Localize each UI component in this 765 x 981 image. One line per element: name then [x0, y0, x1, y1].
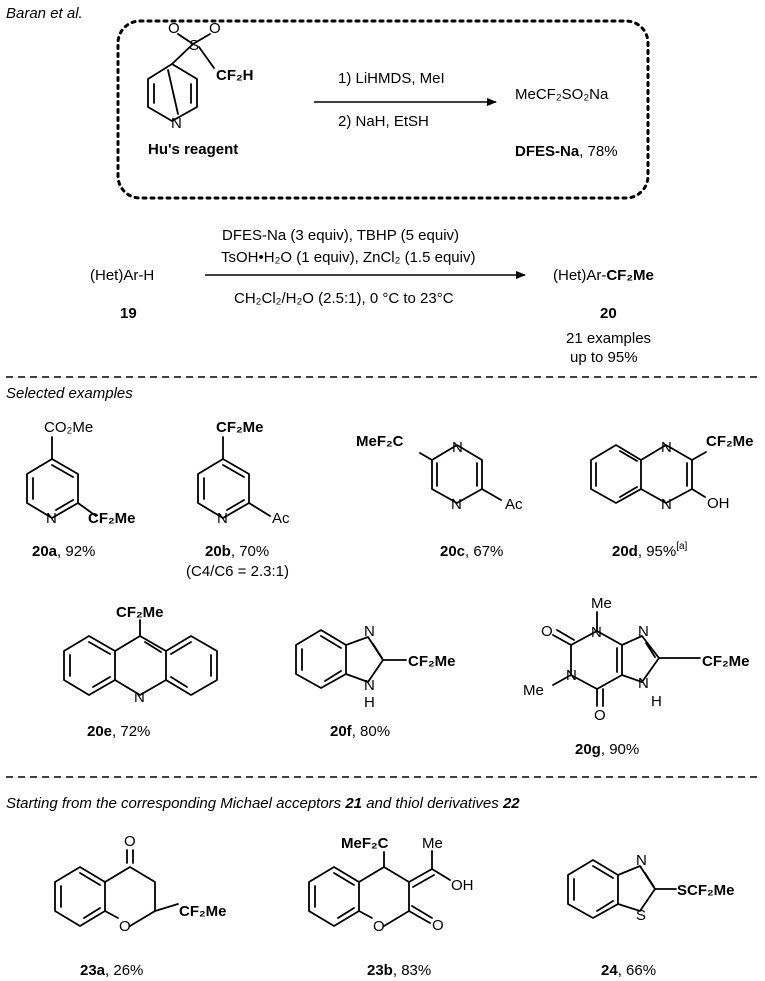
co2me-label: CO₂Me: [44, 419, 93, 436]
cf2h-group: CF₂H: [216, 67, 254, 84]
label-20d: 20d, 95%[a]: [612, 541, 688, 560]
me-label: Me: [422, 835, 443, 852]
atom-n2: N: [451, 496, 462, 513]
atom-n4: N: [638, 675, 649, 692]
reagent-name: Hu's reagent: [148, 141, 238, 158]
cf2me-label: CF₂Me: [116, 604, 164, 621]
atom-o-ring: O: [119, 918, 131, 935]
condition-line1: DFES-Na (3 equiv), TBHP (5 equiv): [222, 227, 459, 244]
compound-23a-structure: O O CF₂Me: [54, 833, 227, 935]
cf2me-label: CF₂Me: [702, 653, 750, 670]
note-20b: (C4/C6 = 2.3:1): [186, 563, 289, 580]
hu-reagent-structure: S O O CF₂H N: [147, 20, 254, 132]
scf2me-label: SCF₂Me: [677, 882, 735, 899]
oh-label: OH: [451, 877, 474, 894]
atom-n1: N: [591, 624, 602, 641]
cf2me-label: CF₂Me: [179, 903, 227, 920]
cf2me-label: CF₂Me: [408, 653, 456, 670]
atom-o1: O: [541, 623, 553, 640]
compound-20d-structure: N N CF₂Me OH: [590, 433, 754, 513]
compound-24-structure: N S SCF₂Me: [567, 852, 735, 924]
section-selected-heading: Selected examples: [6, 385, 133, 402]
atom-n: N: [636, 852, 647, 869]
atom-o-keto: O: [432, 917, 444, 934]
compound-23b-structure: MeF₂C Me OH O O: [308, 835, 474, 935]
label-20a: 20a, 92%: [32, 543, 95, 560]
cf2me-label: CF₂Me: [216, 419, 264, 436]
mef2c-label: MeF₂C: [341, 835, 389, 852]
me1-label: Me: [591, 595, 612, 612]
reagent-box: [116, 19, 650, 200]
compound-20g-structure: Me O N N N Me N H O CF₂Me: [523, 595, 750, 724]
atom-s: S: [189, 37, 199, 54]
label-20c: 20c, 67%: [440, 543, 503, 560]
atom-nh: N: [364, 677, 375, 694]
atom-n3: N: [566, 667, 577, 684]
dfes-na-formula: MeCF₂SO₂Na: [515, 86, 609, 103]
atom-h: H: [651, 693, 662, 710]
citation: Baran et al.: [6, 5, 83, 22]
substrate-id: 19: [120, 305, 137, 322]
atom-o-ring: O: [373, 918, 385, 935]
cf2me-label: CF₂Me: [706, 433, 754, 450]
atom-n: N: [364, 623, 375, 640]
atom-n: N: [46, 510, 57, 527]
compound-20f-structure: N N H CF₂Me: [295, 623, 456, 711]
atom-n2: N: [638, 623, 649, 640]
compound-20b-structure: CF₂Me N Ac: [197, 419, 290, 527]
atom-n1: N: [452, 439, 463, 456]
atom-o2: O: [209, 20, 221, 37]
scope-yield: up to 95%: [570, 349, 638, 366]
label-20e: 20e, 72%: [87, 723, 150, 740]
product-label: (Het)Ar-CF₂Me: [553, 267, 654, 284]
compound-20e-structure: CF₂Me N: [63, 604, 218, 706]
oh-label: OH: [707, 495, 730, 512]
atom-h: H: [364, 694, 375, 711]
atom-o-keto: O: [124, 833, 136, 850]
label-24: 24, 66%: [601, 962, 656, 979]
atom-n1: N: [661, 439, 672, 456]
atom-n: N: [134, 689, 145, 706]
section-michael-heading: Starting from the corresponding Michael …: [6, 795, 520, 812]
scope-examples: 21 examples: [566, 330, 651, 347]
label-23a: 23a, 26%: [80, 962, 143, 979]
dfes-na-label: DFES-Na, 78%: [515, 143, 618, 160]
mef2c-label: MeF₂C: [356, 433, 404, 450]
label-20f: 20f, 80%: [330, 723, 390, 740]
condition-line2: TsOH•H₂O (1 equiv), ZnCl₂ (1.5 equiv): [221, 249, 475, 266]
reagent-step1: 1) LiHMDS, MeI: [338, 70, 445, 87]
compound-20c-structure: MeF₂C N N Ac: [356, 433, 523, 513]
compound-20a-structure: CO₂Me N CF₂Me: [26, 419, 136, 527]
label-20g: 20g, 90%: [575, 741, 639, 758]
cf2me-label: CF₂Me: [88, 510, 136, 527]
atom-o1: O: [168, 20, 180, 37]
label-23b: 23b, 83%: [367, 962, 431, 979]
ac-label: Ac: [505, 496, 523, 513]
ac-label: Ac: [272, 510, 290, 527]
me2-label: Me: [523, 682, 544, 699]
atom-n: N: [217, 510, 228, 527]
atom-n: N: [171, 115, 182, 132]
label-20b: 20b, 70%: [205, 543, 269, 560]
product-id: 20: [600, 305, 617, 322]
substrate-label: (Het)Ar-H: [90, 267, 154, 284]
atom-o2: O: [594, 707, 606, 724]
reagent-step2: 2) NaH, EtSH: [338, 113, 429, 130]
atom-n2: N: [661, 496, 672, 513]
condition-line3: CH₂Cl₂/H₂O (2.5:1), 0 °C to 23°C: [234, 290, 454, 307]
atom-s: S: [636, 907, 646, 924]
